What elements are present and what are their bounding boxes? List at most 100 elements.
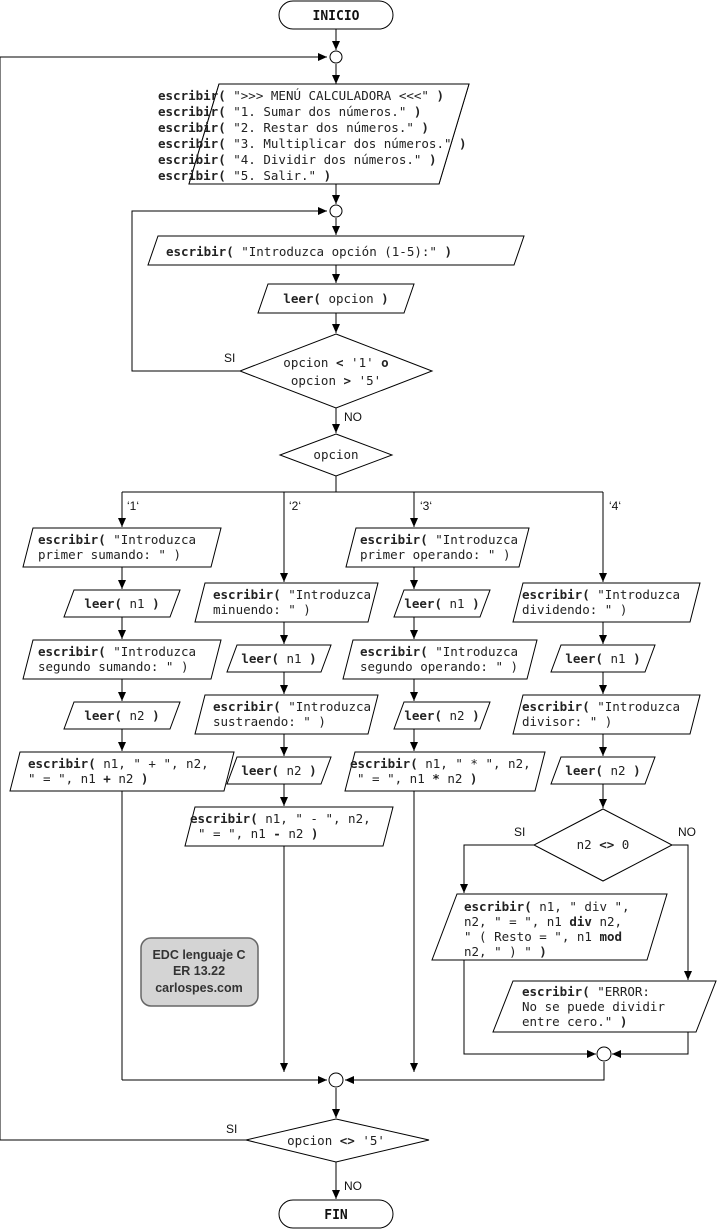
case2-result-output: escribir( n1, " - ", n2, " = ", n1 - n2 … xyxy=(184,806,394,847)
case3-prompt-first: escribir( "Introduzca primer operando: "… xyxy=(345,527,530,568)
validate-line-1: opcion < '1' o xyxy=(283,355,388,370)
case3-read-n2: leer( n2 ) xyxy=(393,701,491,730)
watermark-badge: EDC lenguaje C ER 13.22 carlospes.com xyxy=(140,937,259,1007)
case4-division-output: escribir( n1, " div ", n2, " = ", n1 div… xyxy=(431,893,668,961)
svg-text:escribir( "Introduzca: escribir( "Introduzca xyxy=(38,644,196,659)
svg-text:escribir( "Introduzca: escribir( "Introduzca xyxy=(522,587,680,602)
end-label: FIN xyxy=(324,1208,348,1223)
svg-text:escribir( "ERROR:: escribir( "ERROR: xyxy=(522,984,650,999)
end-terminal: FIN xyxy=(278,1199,394,1229)
case3-result-output: escribir( n1, " * ", n2, " = ", n1 * n2 … xyxy=(344,751,546,792)
loop-join-connector xyxy=(329,50,343,64)
switch-decision: opcion xyxy=(278,433,394,477)
prompt-option-text: escribir( "Introduzca opción (1-5):" ) xyxy=(166,244,452,259)
case1-prompt-second: escribir( "Introduzca segundo sumando: "… xyxy=(22,639,222,680)
case-label-3: ‘3‘ xyxy=(420,499,432,513)
svg-text:escribir( n1, " + ", n2,: escribir( n1, " + ", n2, xyxy=(28,756,209,771)
svg-text:ER 13.22: ER 13.22 xyxy=(173,964,225,978)
svg-text:escribir( n1, " * ", n2,: escribir( n1, " * ", n2, xyxy=(350,756,531,771)
case2-read-n1: leer( n1 ) xyxy=(226,644,332,673)
svg-text:leer( n1 ): leer( n1 ) xyxy=(404,596,479,611)
menu-line-5: escribir( "5. Salir." ) xyxy=(158,168,331,183)
read-option-text: leer( opcion ) xyxy=(283,291,388,306)
read-option-input: leer( opcion ) xyxy=(257,283,415,314)
case-label-1: ‘1‘ xyxy=(127,499,139,513)
divisor-yes-label: SI xyxy=(514,825,525,839)
case4-read-n2: leer( n2 ) xyxy=(550,756,656,785)
case1-read-n2: leer( n2 ) xyxy=(63,701,181,730)
validate-no-label: NO xyxy=(344,410,362,424)
svg-text:segundo operando: " ): segundo operando: " ) xyxy=(360,659,518,674)
svg-text:leer( n1 ): leer( n1 ) xyxy=(84,596,159,611)
case4-prompt-dividend: escribir( "Introduzca dividendo: " ) xyxy=(512,582,701,623)
svg-text:EDC lenguaje C: EDC lenguaje C xyxy=(152,948,245,962)
svg-text:n2 <> 0: n2 <> 0 xyxy=(577,837,630,852)
svg-text:" = ", n1 * n2 ): " = ", n1 * n2 ) xyxy=(357,771,477,786)
menu-line-0: escribir( ">>> MENÚ CALCULADORA <<<" ) xyxy=(158,88,444,103)
validate-line-2: opcion > '5' xyxy=(291,373,381,388)
start-terminal: INICIO xyxy=(278,0,394,30)
case3-prompt-second: escribir( "Introduzca segundo operando: … xyxy=(342,639,538,680)
case4-prompt-divisor: escribir( "Introduzca divisor: " ) xyxy=(512,694,701,735)
case1-prompt-first: escribir( "Introduzca primer sumando: " … xyxy=(22,527,222,568)
svg-text:dividendo: " ): dividendo: " ) xyxy=(522,602,627,617)
svg-text:escribir( "Introduzca: escribir( "Introduzca xyxy=(213,699,371,714)
divisor-no-label: NO xyxy=(678,825,696,839)
svg-text:escribir( "Introduzca: escribir( "Introduzca xyxy=(213,587,371,602)
validate-option-decision: opcion < '1' o opcion > '5' xyxy=(238,333,434,409)
svg-text:escribir( "Introduzca: escribir( "Introduzca xyxy=(360,532,518,547)
case4-error-output: escribir( "ERROR: No se puede dividir en… xyxy=(492,980,717,1033)
validate-yes-label: SI xyxy=(224,351,235,365)
case3-read-n1: leer( n1 ) xyxy=(393,589,491,618)
svg-text:primer operando: " ): primer operando: " ) xyxy=(360,547,511,562)
case1-read-n1: leer( n1 ) xyxy=(63,589,181,618)
connectors xyxy=(0,29,692,1199)
case4-read-n1: leer( n1 ) xyxy=(550,644,656,673)
svg-text:escribir( "Introduzca: escribir( "Introduzca xyxy=(38,532,196,547)
svg-text:" = ", n1 + n2 ): " = ", n1 + n2 ) xyxy=(28,771,148,786)
case2-prompt-minuend: escribir( "Introduzca minuendo: " ) xyxy=(194,582,379,623)
menu-line-3: escribir( "3. Multiplicar dos números." … xyxy=(158,136,467,151)
case4-divisor-decision: n2 <> 0 xyxy=(532,808,674,882)
svg-text:" ( Resto = ", n1 mod: " ( Resto = ", n1 mod xyxy=(464,929,622,944)
svg-text:No se puede dividir: No se puede dividir xyxy=(522,999,665,1014)
svg-text:escribir( n1, " div ",: escribir( n1, " div ", xyxy=(464,899,630,914)
switch-join-connector xyxy=(328,1072,344,1088)
input-loop-connector xyxy=(329,204,343,218)
case-label-4: ‘4‘ xyxy=(609,499,621,513)
svg-text:leer( n1 ): leer( n1 ) xyxy=(241,651,316,666)
svg-text:primer sumando: " ): primer sumando: " ) xyxy=(38,547,181,562)
svg-text:" = ", n1 - n2 ): " = ", n1 - n2 ) xyxy=(198,826,318,841)
svg-text:carlospes.com: carlospes.com xyxy=(155,981,243,995)
svg-text:segundo sumando: " ): segundo sumando: " ) xyxy=(38,659,189,674)
svg-text:leer( n2 ): leer( n2 ) xyxy=(241,763,316,778)
case1-result-output: escribir( n1, " + ", n2, " = ", n1 + n2 … xyxy=(9,751,235,792)
prompt-option-output: escribir( "Introduzca opción (1-5):" ) xyxy=(147,235,525,266)
start-label: INICIO xyxy=(313,9,360,24)
case-label-2: ‘2‘ xyxy=(289,499,301,513)
exit-no-label: NO xyxy=(344,1179,362,1193)
svg-text:escribir( "Introduzca: escribir( "Introduzca xyxy=(522,699,680,714)
svg-text:leer( n1 ): leer( n1 ) xyxy=(565,651,640,666)
svg-text:n2, " = ", n1 div n2,: n2, " = ", n1 div n2, xyxy=(464,914,622,929)
menu-line-2: escribir( "2. Restar dos números." ) xyxy=(158,120,429,135)
menu-line-1: escribir( "1. Sumar dos números." ) xyxy=(158,104,421,119)
svg-text:leer( n2 ): leer( n2 ) xyxy=(404,708,479,723)
svg-text:minuendo: " ): minuendo: " ) xyxy=(213,602,311,617)
switch-label: opcion xyxy=(313,447,358,462)
svg-text:sustraendo: " ): sustraendo: " ) xyxy=(213,714,326,729)
case2-read-n2: leer( n2 ) xyxy=(226,756,332,785)
svg-text:leer( n2 ): leer( n2 ) xyxy=(84,708,159,723)
svg-text:escribir( "Introduzca: escribir( "Introduzca xyxy=(360,644,518,659)
exit-yes-label: SI xyxy=(226,1122,237,1136)
menu-line-4: escribir( "4. Dividir dos números." ) xyxy=(158,152,436,167)
case2-prompt-subtrahend: escribir( "Introduzca sustraendo: " ) xyxy=(194,694,379,735)
menu-output: escribir( ">>> MENÚ CALCULADORA <<<" ) e… xyxy=(158,83,470,185)
svg-text:opcion <> '5': opcion <> '5' xyxy=(287,1133,385,1148)
svg-text:divisor: " ): divisor: " ) xyxy=(522,714,612,729)
exit-decision: opcion <> '5' xyxy=(245,1118,430,1163)
svg-text:entre cero." ): entre cero." ) xyxy=(522,1014,627,1029)
svg-text:leer( n2 ): leer( n2 ) xyxy=(565,763,640,778)
division-join-connector xyxy=(596,1046,612,1062)
